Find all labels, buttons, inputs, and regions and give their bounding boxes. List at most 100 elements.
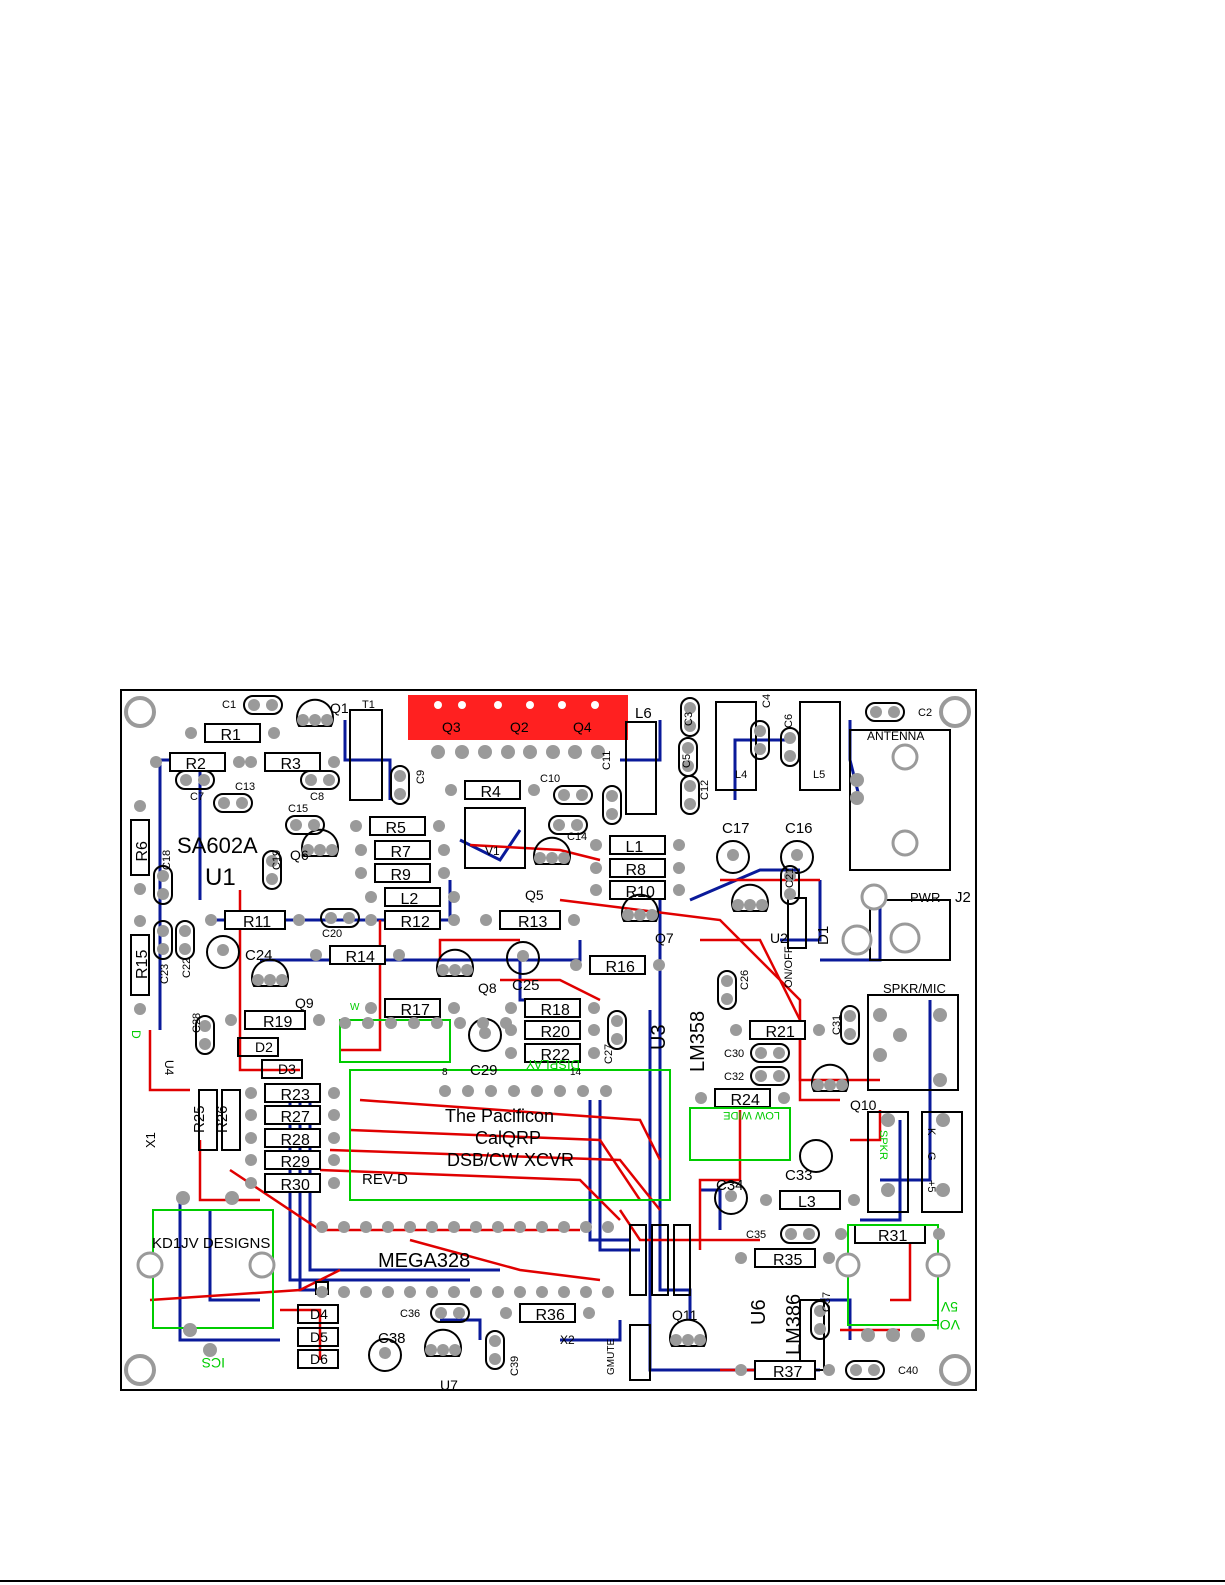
resistor-body bbox=[264, 1128, 321, 1148]
pad bbox=[343, 912, 355, 924]
pad bbox=[479, 1027, 491, 1039]
pad bbox=[328, 756, 340, 768]
header-pin bbox=[558, 701, 566, 709]
pad bbox=[157, 888, 169, 900]
resistor-body bbox=[264, 1150, 321, 1170]
pad bbox=[404, 1221, 416, 1233]
pad bbox=[448, 1221, 460, 1233]
pad bbox=[590, 839, 602, 851]
pad bbox=[309, 714, 321, 726]
pad bbox=[881, 1183, 895, 1197]
component-label: C5 bbox=[681, 754, 693, 768]
pad bbox=[673, 839, 685, 851]
pad bbox=[730, 1024, 742, 1036]
trace bbox=[359, 1098, 662, 1161]
pad bbox=[546, 852, 558, 864]
pad bbox=[684, 780, 696, 792]
resistor-body bbox=[374, 863, 431, 883]
pad bbox=[394, 788, 406, 800]
header-pin bbox=[494, 701, 502, 709]
pad bbox=[933, 1073, 947, 1087]
pad bbox=[362, 1017, 374, 1029]
component-label: U3 bbox=[648, 1024, 670, 1050]
pad bbox=[437, 964, 449, 976]
component-label: Q10 bbox=[850, 1097, 877, 1113]
pad bbox=[528, 784, 540, 796]
component-label: R2 bbox=[186, 756, 207, 773]
component-label: C30 bbox=[724, 1048, 744, 1060]
page-bottom-rule bbox=[0, 1580, 1225, 1582]
component-label: U6 bbox=[748, 1299, 770, 1325]
pad bbox=[455, 745, 469, 759]
component-label: C17 bbox=[722, 820, 750, 837]
component-label: R30 bbox=[281, 1177, 310, 1194]
pad bbox=[682, 1334, 694, 1346]
component-label: R3 bbox=[281, 756, 302, 773]
trace bbox=[698, 1110, 742, 1250]
pad bbox=[385, 1017, 397, 1029]
pad bbox=[157, 943, 169, 955]
board-title-line-1: The Pacificon bbox=[445, 1106, 554, 1126]
component-label: W bbox=[350, 1002, 360, 1013]
board-revision: REV-D bbox=[362, 1171, 408, 1188]
pad bbox=[379, 1347, 391, 1359]
pad bbox=[823, 1252, 835, 1264]
pad bbox=[933, 1008, 947, 1022]
silkscreen-outlines bbox=[130, 695, 963, 1381]
trace bbox=[149, 1268, 341, 1302]
pad bbox=[328, 1109, 340, 1121]
pad bbox=[462, 1085, 474, 1097]
capacitor-body bbox=[810, 1300, 830, 1340]
component-label: R12 bbox=[401, 914, 430, 931]
component-label: R7 bbox=[391, 844, 412, 861]
switch-outline bbox=[629, 1324, 651, 1381]
component-label: Q4 bbox=[573, 719, 592, 735]
pad bbox=[558, 1221, 570, 1233]
component-label: R4 bbox=[481, 784, 502, 801]
mounting-holes bbox=[124, 696, 971, 1386]
pad bbox=[302, 844, 314, 856]
pad bbox=[725, 1190, 737, 1202]
component-label: V1 bbox=[485, 844, 500, 858]
component-label: C40 bbox=[898, 1365, 918, 1377]
component-label: C25 bbox=[512, 977, 540, 994]
pad bbox=[448, 1286, 460, 1298]
component-label: R21 bbox=[766, 1024, 795, 1041]
resistor-body bbox=[264, 1105, 321, 1125]
component-label: Q1 bbox=[330, 700, 349, 716]
component-label: C12 bbox=[699, 780, 711, 800]
pad bbox=[328, 1154, 340, 1166]
trace bbox=[238, 890, 300, 1072]
component-label: Q8 bbox=[478, 980, 497, 996]
component-label: D3 bbox=[278, 1061, 296, 1077]
pad bbox=[179, 943, 191, 955]
component-label: L3 bbox=[798, 1194, 816, 1211]
component-label: R10 bbox=[626, 884, 655, 901]
capacitor-body bbox=[602, 785, 622, 825]
pad bbox=[445, 784, 457, 796]
pad bbox=[448, 914, 460, 926]
pad bbox=[394, 770, 406, 782]
resistor-body bbox=[589, 955, 646, 975]
j1-connector-label: ANTENNA bbox=[867, 729, 924, 743]
pad bbox=[134, 1003, 146, 1015]
pad bbox=[339, 1017, 351, 1029]
resistor-body bbox=[749, 1020, 806, 1040]
electrolytic-outline bbox=[368, 1338, 402, 1372]
component-label: C8 bbox=[310, 791, 324, 803]
component-label: R31 bbox=[878, 1228, 907, 1245]
component-label: D bbox=[129, 1030, 143, 1039]
pad bbox=[449, 964, 461, 976]
pad bbox=[245, 1177, 257, 1189]
pad bbox=[588, 1047, 600, 1059]
pad bbox=[888, 706, 900, 718]
pad bbox=[326, 844, 338, 856]
component-label: SPKR bbox=[877, 1130, 889, 1160]
pad bbox=[844, 1010, 856, 1022]
pad bbox=[684, 702, 696, 714]
resistor-body bbox=[779, 1190, 841, 1210]
resistor-body bbox=[384, 910, 441, 930]
pad bbox=[225, 1014, 237, 1026]
component-label: L4 bbox=[735, 769, 747, 781]
